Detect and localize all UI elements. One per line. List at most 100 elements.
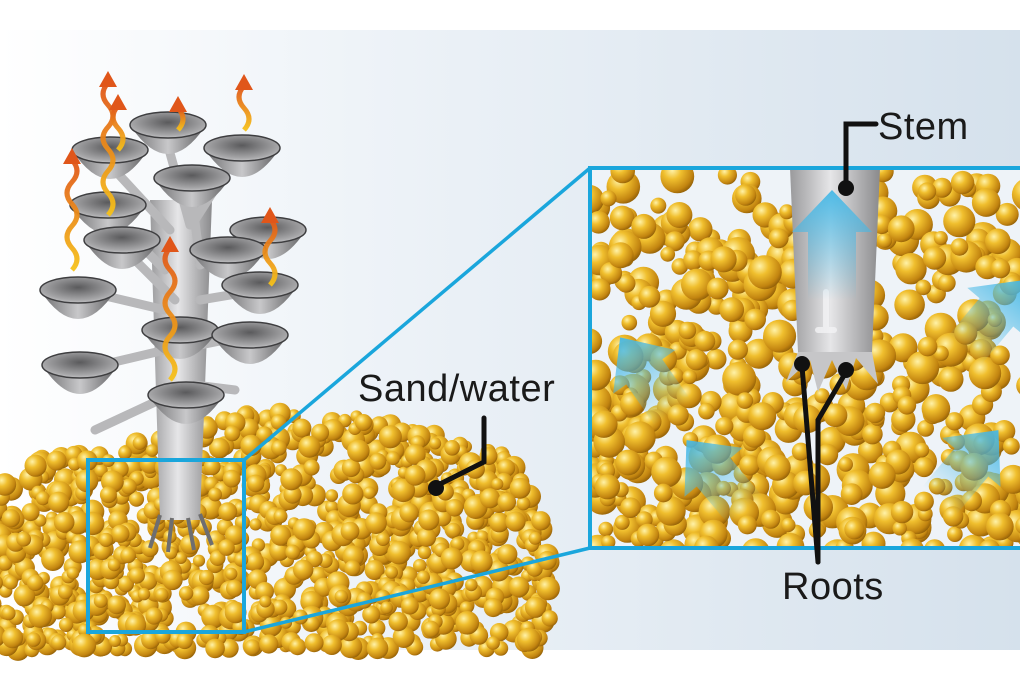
sand-grain [1,606,16,621]
sand-grain [890,500,914,524]
vapor-arrowhead [161,236,179,252]
sand-grain [914,456,935,478]
sand-grain [921,394,951,423]
sand-grain [631,213,657,239]
sand-grain [0,598,2,609]
sand-grain [249,518,262,531]
sand-grain [816,443,839,466]
sand-grain [536,576,560,601]
sand-grain [739,454,760,476]
sand-grain [311,423,330,442]
tree-structure [39,71,307,553]
sand-grain [280,468,303,491]
sand-grain [638,285,661,308]
evaporation-arrows [63,71,279,382]
sand-grain [924,539,945,548]
sand-grain [428,588,451,610]
sand-grain [292,418,312,438]
sand-grain [937,274,956,292]
sand-grain [1015,517,1020,534]
sand-grain [145,444,159,457]
sand-grain [422,620,440,638]
sand-grain [1016,377,1020,395]
sand-grain [208,487,223,502]
sand-grain [404,464,426,486]
sand-grain [945,412,964,431]
sand-grain [255,582,274,601]
sand-grain [660,168,695,194]
sand-grain [303,459,320,476]
sand-grain [524,596,547,618]
sand-grain [706,277,729,300]
sand-grain [590,359,612,391]
sand-grain [50,634,67,651]
vapor-arrowhead [63,148,81,164]
sand-grain [209,437,230,459]
sand-grain [666,202,693,228]
vapor-arrowhead [235,74,253,90]
sand-grain [950,170,975,195]
vapor-arrow [100,81,116,217]
sand-grain [58,617,74,632]
sand-grain [838,457,853,472]
sand-grain [154,587,169,602]
sand-grain [894,289,925,321]
sand-grain [293,559,314,580]
sand-grain [764,454,791,481]
sand-grain [391,478,416,503]
sand-grain [516,627,541,652]
sand-grain [590,278,611,301]
sand-grain [205,638,225,659]
sand-grain [623,421,656,454]
sand-grain [341,458,361,478]
sand-grain [259,595,272,608]
sand-grain [245,552,265,572]
sand-grain [386,451,400,466]
vapor-arrow [162,246,178,382]
sand-grain [719,297,745,323]
sand-grain [109,635,121,647]
sand-grain [814,388,830,404]
sand-grain [526,560,543,577]
sand-grain [369,453,387,470]
sand-grain [486,636,500,650]
sand-grain [649,300,677,327]
sand-grain [470,550,493,573]
sand-grain [176,632,193,650]
sand-grain [620,497,641,518]
sand-grain [98,532,114,547]
sand-grain [364,560,385,580]
sand-grain [685,349,708,371]
sand-grain [321,634,342,656]
sand-grain [650,197,667,214]
sand-grain [368,619,386,637]
cup [147,381,225,424]
sand-grain [48,491,70,513]
sand-grain [413,558,427,573]
sand-grain [285,544,301,560]
sand-grain [844,519,865,540]
sand-grain [272,599,288,615]
sand-grain [915,279,932,296]
sand-grain [509,477,531,499]
sand-grain [128,491,145,507]
sand-grain [479,488,501,509]
sand-grain [334,589,348,604]
sand-grain [225,567,238,580]
sand-grain [0,576,3,589]
sand-grain [259,634,279,654]
inflow-arrow [947,280,1020,365]
sand-grain [598,521,614,537]
cup [41,351,119,394]
sand-grain [735,184,757,206]
sand-grain [445,499,464,517]
cup [39,276,117,319]
roots-leader-1 [799,363,821,565]
vapor-arrowhead [261,207,279,223]
sand-grain [392,626,415,648]
sand-grain [21,503,40,522]
sand-grain [362,605,381,624]
vapor-arrow [64,158,80,272]
stem-label: Stem [878,106,969,148]
sand-grain [590,328,603,355]
